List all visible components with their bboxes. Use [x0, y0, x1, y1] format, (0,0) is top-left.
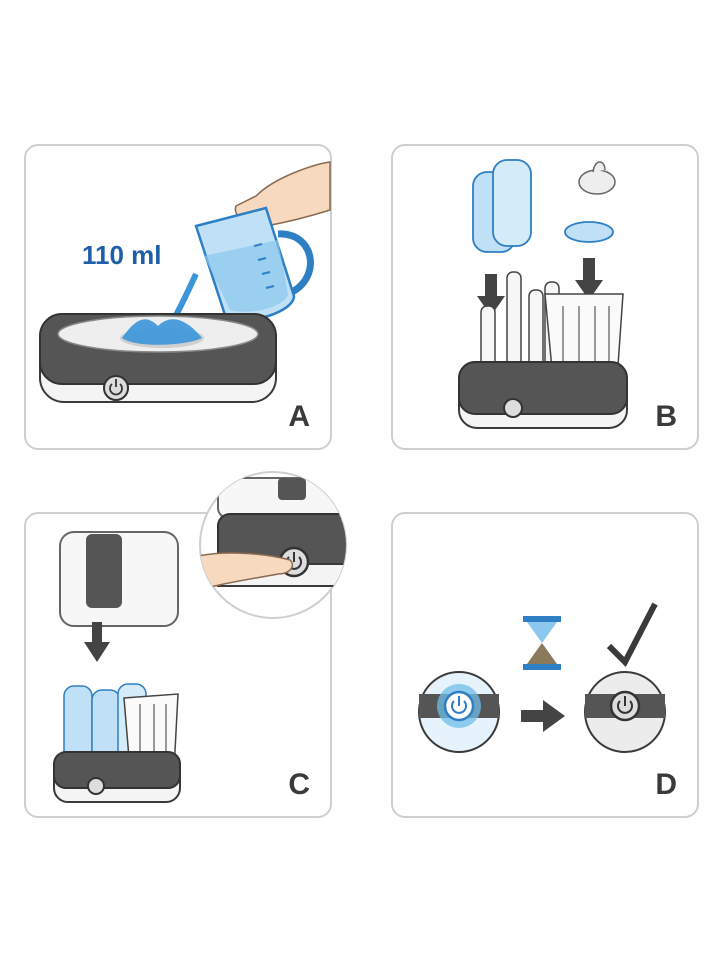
steriliser-lid — [59, 531, 179, 627]
step-letter-c: C — [288, 768, 310, 801]
step-d-panel: D — [391, 512, 699, 818]
power-button-icon — [503, 398, 523, 418]
power-button-icon — [87, 777, 105, 795]
fill-water-illustration — [39, 161, 331, 403]
finger-icon — [200, 552, 294, 591]
bottle-icon — [472, 159, 532, 253]
load-bottles-illustration — [458, 159, 628, 429]
step-letter-a: A — [288, 400, 310, 433]
close-and-start-illustration — [53, 531, 181, 803]
step-a-panel: 110 ml A — [24, 144, 332, 450]
checkmark-icon — [606, 602, 658, 668]
bottle-rack — [480, 271, 624, 381]
steriliser-base — [53, 751, 181, 803]
teat-icon — [564, 161, 616, 243]
power-button-icon — [103, 375, 129, 401]
measuring-jug-icon — [194, 206, 314, 322]
step-letter-b: B — [655, 400, 677, 433]
power-button-zoom — [199, 471, 347, 619]
steriliser-base — [39, 313, 277, 403]
cycle-complete-illustration — [418, 602, 666, 753]
steriliser-base — [458, 361, 628, 429]
step-letter-d: D — [655, 768, 677, 801]
water-volume-label: 110 ml — [82, 240, 162, 270]
power-on-indicator — [418, 671, 500, 753]
power-off-indicator — [584, 671, 666, 753]
down-arrow-icon — [84, 622, 110, 662]
step-b-panel: B — [391, 144, 699, 450]
right-arrow-icon — [521, 700, 565, 732]
hourglass-icon — [523, 616, 561, 670]
